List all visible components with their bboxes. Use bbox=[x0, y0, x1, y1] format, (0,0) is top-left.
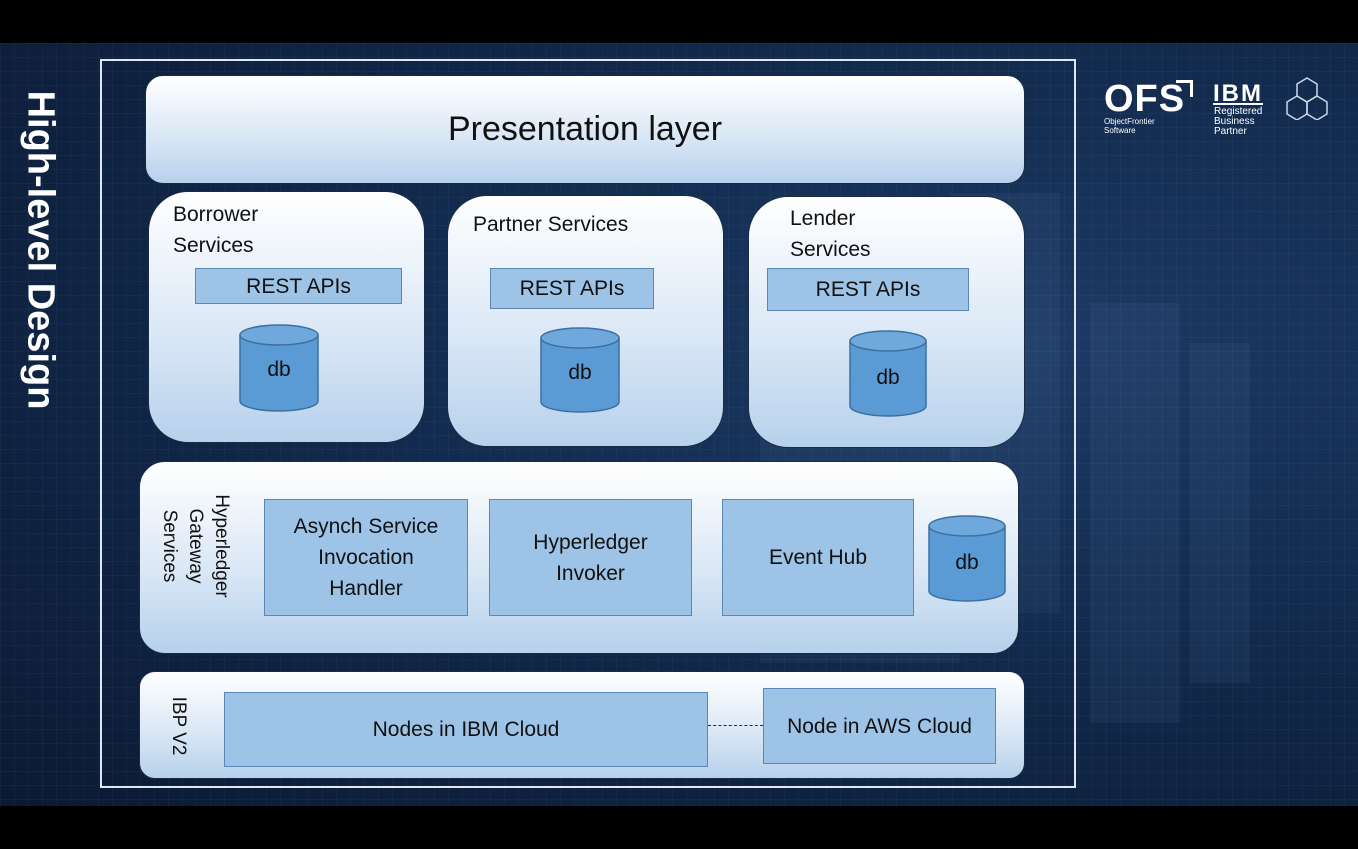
borrower-services-panel: Borrower Services REST APIs db bbox=[148, 191, 425, 443]
ibm-partner-text: Registered Business Partner bbox=[1214, 106, 1263, 137]
lender-rest-apis: REST APIs bbox=[767, 268, 969, 311]
partner-services-title: Partner Services bbox=[473, 213, 629, 236]
presentation-layer-label: Presentation layer bbox=[447, 110, 723, 148]
event-hub-box: Event Hub bbox=[722, 499, 914, 616]
event-hub-database-icon: db bbox=[928, 515, 1006, 602]
diagram-frame bbox=[100, 59, 1076, 788]
lender-database-icon: db bbox=[849, 330, 927, 417]
lender-services-panel: Lender Services REST APIs db bbox=[748, 196, 1025, 448]
ibm-cloud-nodes-box: Nodes in IBM Cloud bbox=[224, 692, 708, 767]
borrower-services-title: Borrower Services bbox=[173, 203, 259, 257]
node-connector-line bbox=[708, 725, 763, 726]
ofs-logo-mark bbox=[1176, 80, 1193, 97]
ofs-logo-subtitle: ObjectFrontier Software bbox=[1104, 117, 1155, 135]
gateway-services-panel: Hyperledger Gateway Services Asynch Serv… bbox=[139, 461, 1019, 654]
partner-rest-apis: REST APIs bbox=[490, 268, 654, 309]
background-building bbox=[1090, 303, 1180, 723]
presentation-layer-panel: Presentation layer bbox=[145, 75, 1025, 184]
lender-services-title: Lender Services bbox=[790, 207, 871, 261]
borrower-database-icon: db bbox=[239, 324, 319, 412]
hyperledger-hex-icon bbox=[1286, 77, 1328, 120]
borrower-rest-apis: REST APIs bbox=[195, 268, 402, 304]
ibp-v2-panel: IBP V2 Nodes in IBM Cloud Node in AWS Cl… bbox=[139, 671, 1025, 779]
ofs-logo: OFS bbox=[1104, 78, 1186, 120]
background-building bbox=[1190, 343, 1250, 683]
asynch-service-handler-box: Asynch Service Invocation Handler bbox=[264, 499, 468, 616]
ibm-logo: IBM bbox=[1213, 80, 1263, 107]
partner-services-panel: Partner Services REST APIs db bbox=[447, 195, 724, 447]
hyperledger-invoker-box: Hyperledger Invoker bbox=[489, 499, 692, 616]
aws-cloud-node-box: Node in AWS Cloud bbox=[763, 688, 996, 764]
partner-database-icon: db bbox=[540, 327, 620, 413]
